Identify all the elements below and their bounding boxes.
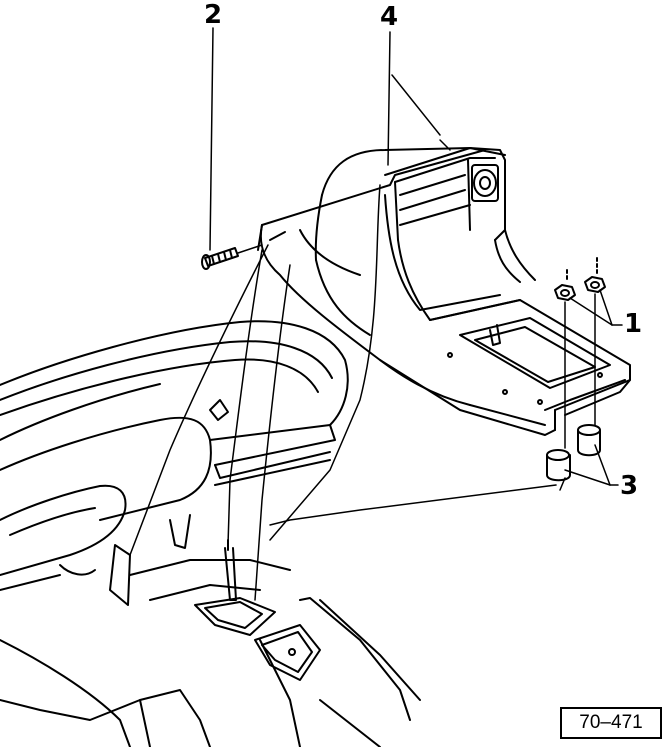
- nuts: [555, 258, 605, 448]
- callout-4: 4: [380, 2, 399, 32]
- callout-3: 3: [620, 471, 639, 501]
- callout-1: 1: [624, 309, 643, 339]
- callout-2: 2: [204, 0, 223, 30]
- floor-tunnel: [0, 540, 420, 747]
- figure-reference-number: 70–471: [560, 707, 662, 739]
- dashboard: [0, 321, 348, 747]
- assembly-guide-lines: [130, 140, 556, 600]
- screw: [202, 248, 238, 269]
- leader-lines: [210, 28, 622, 485]
- spacer-sleeves: [547, 425, 600, 490]
- centre-console: [258, 148, 630, 435]
